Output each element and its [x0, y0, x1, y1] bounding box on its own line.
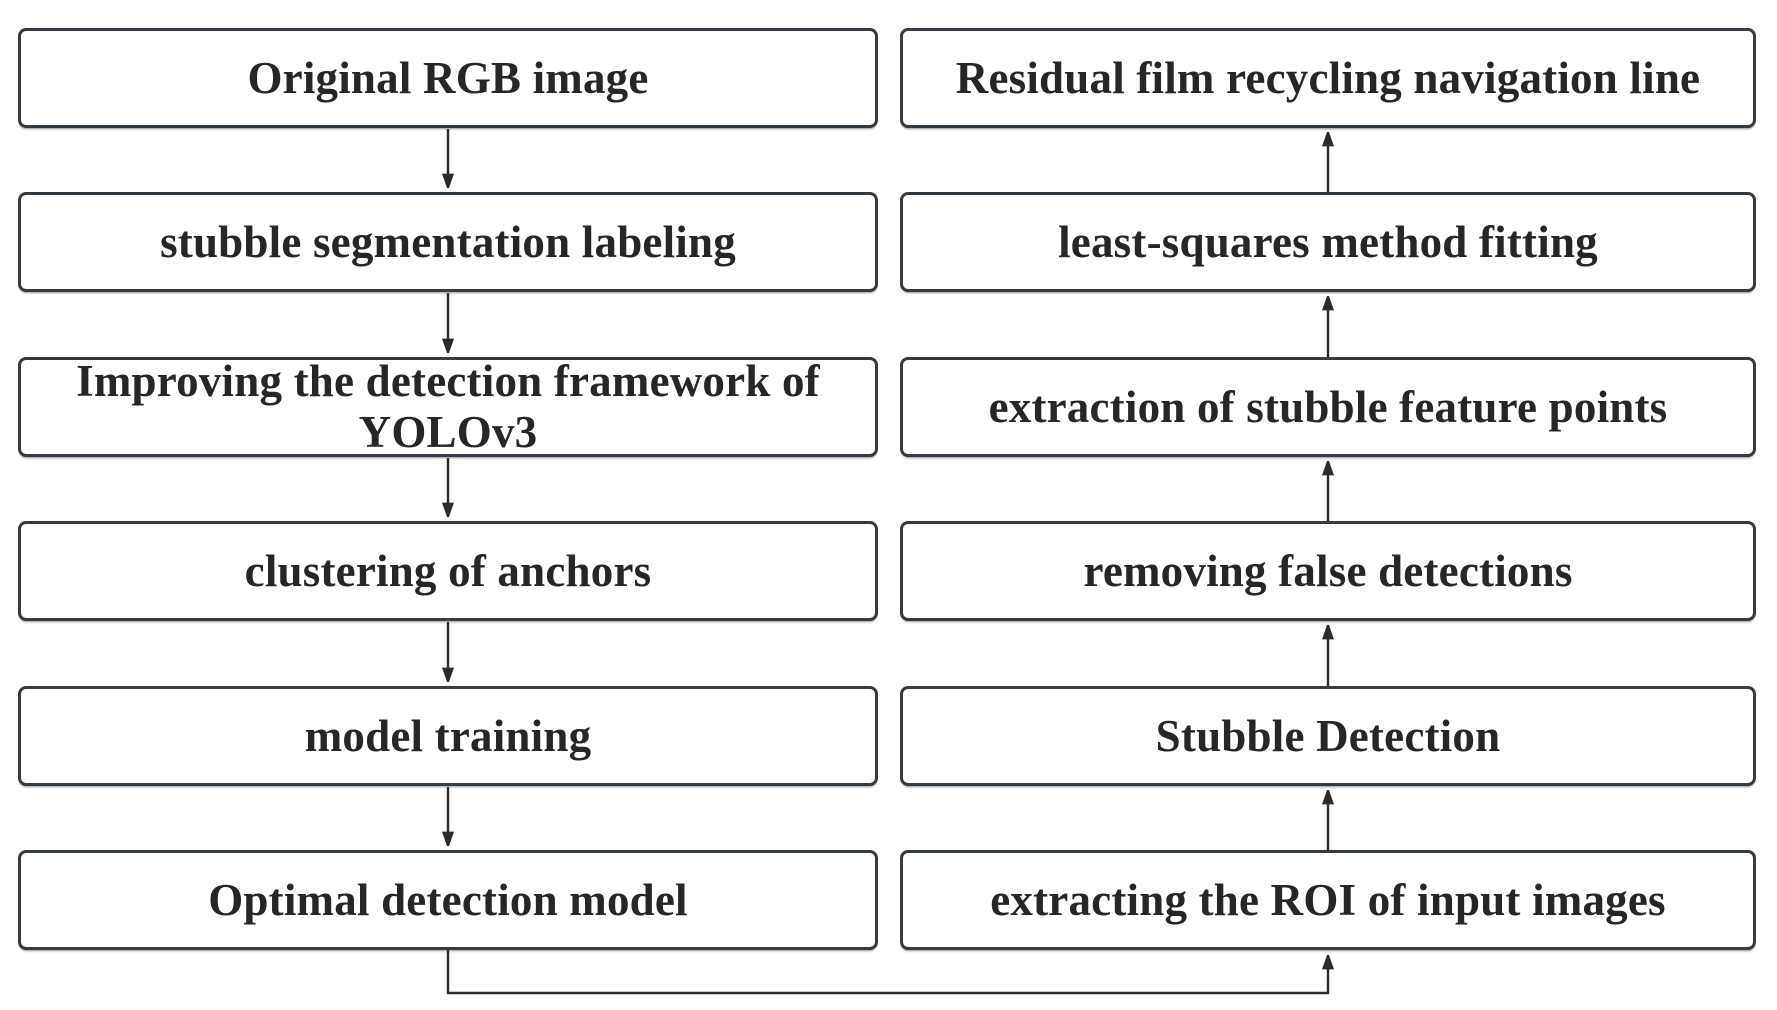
box-residual-film-recycling-navigation-line: Residual film recycling navigation line — [900, 28, 1756, 128]
box-label: Stubble Detection — [1155, 710, 1501, 761]
box-label: removing false detections — [1083, 545, 1573, 596]
box-extracting-roi-of-input-images: extracting the ROI of input images — [900, 850, 1756, 950]
box-label: least-squares method fitting — [1058, 216, 1598, 267]
box-label: Original RGB image — [247, 52, 649, 103]
box-label: clustering of anchors — [244, 545, 652, 596]
box-clustering-of-anchors: clustering of anchors — [18, 521, 878, 621]
box-extraction-of-stubble-feature-points: extraction of stubble feature points — [900, 357, 1756, 457]
box-improving-detection-framework-yolov3: Improving the detection framework of YOL… — [18, 356, 878, 457]
arrow-cross-connector — [446, 950, 1328, 995]
box-label: Residual film recycling navigation line — [955, 52, 1701, 103]
box-removing-false-detections: removing false detections — [900, 521, 1756, 621]
box-label: extraction of stubble feature points — [988, 381, 1668, 432]
box-least-squares-method-fitting: least-squares method fitting — [900, 192, 1756, 292]
box-optimal-detection-model: Optimal detection model — [18, 850, 878, 950]
box-label: stubble segmentation labeling — [160, 216, 736, 267]
box-label: Optimal detection model — [208, 874, 688, 925]
box-original-rgb-image: Original RGB image — [18, 28, 878, 128]
box-model-training: model training — [18, 686, 878, 786]
box-label: extracting the ROI of input images — [990, 874, 1666, 925]
box-label: Improving the detection framework of YOL… — [76, 356, 820, 457]
box-label: model training — [304, 710, 592, 761]
box-stubble-detection: Stubble Detection — [900, 686, 1756, 786]
box-stubble-segmentation-labeling: stubble segmentation labeling — [18, 192, 878, 292]
